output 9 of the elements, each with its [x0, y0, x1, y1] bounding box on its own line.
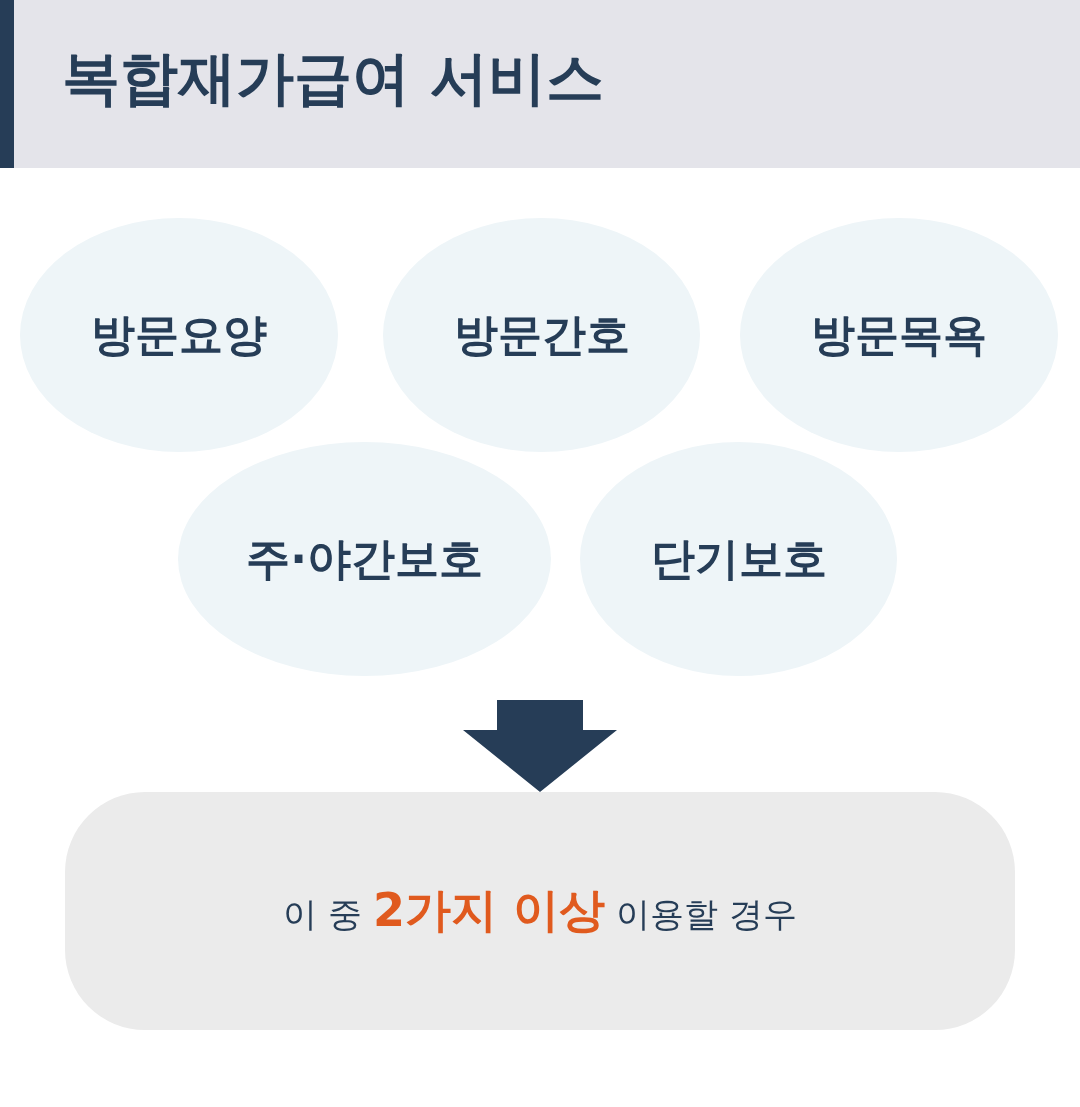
block-arrow: [463, 700, 617, 792]
service-label: 단기보호: [650, 531, 827, 586]
service-label: 주·야간보호: [246, 531, 483, 586]
service-label: 방문요양: [91, 307, 267, 362]
condition-text: 이 중 2가지 이상 이용할 경우: [283, 882, 797, 939]
title: 복합재가급여 서비스: [62, 43, 605, 114]
condition-box: [65, 792, 1015, 1030]
service-label: 방문목욕: [811, 307, 987, 362]
service-label: 방문간호: [453, 307, 630, 362]
